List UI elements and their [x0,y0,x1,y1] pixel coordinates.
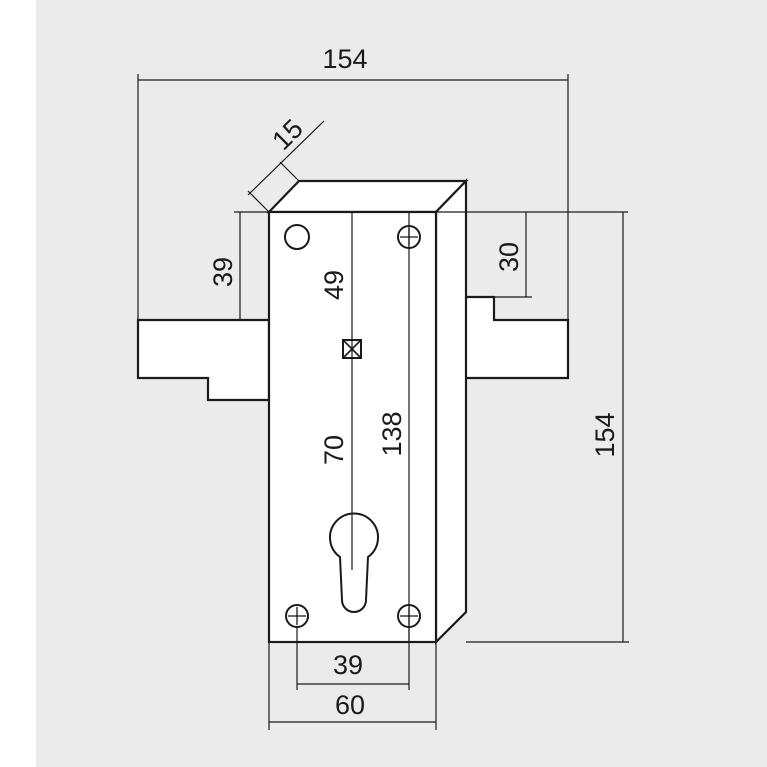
dim-overall-height: 154 [590,412,620,457]
cylinder-keyhole [329,512,379,613]
dim-screw-spacing-vertical: 138 [377,411,407,456]
left-bolt [136,318,271,402]
dim-spindle-to-cylinder: 70 [319,435,349,465]
dim-overall-width: 154 [322,44,367,74]
side-bevel-face [434,178,468,645]
dimension-lines [137,74,629,730]
dim-screw-spacing-horizontal: 39 [333,650,363,680]
fixing-hole-top-left [284,224,310,250]
dim-left-bolt-offset: 39 [208,257,238,287]
top-bevel-face [266,179,469,214]
dim-case-width: 60 [335,690,365,720]
dim-angled-depth: 15 [266,113,308,155]
dim-spindle-from-top: 49 [319,270,349,300]
dim-right-bolt-offset: 30 [494,242,524,272]
